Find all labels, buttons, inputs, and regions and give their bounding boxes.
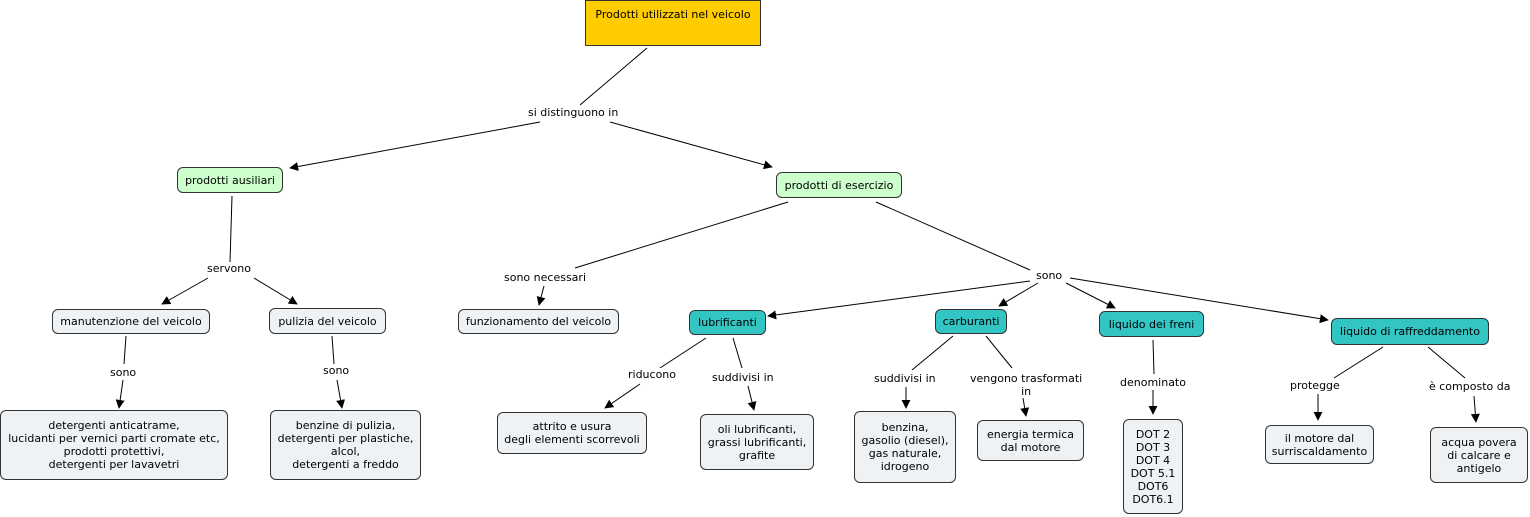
manutenzione-label: manutenzione del veicolo [60,315,202,328]
link-label-servono: servono [205,262,253,275]
link-label-sono-necessari: sono necessari [502,271,588,284]
link-label-riducono: riducono [626,368,679,381]
dot-list-label: DOT 2 DOT 3 DOT 4 DOT 5.1 DOT6 DOT6.1 [1130,427,1176,506]
liquido-freni-label: liquido dei freni [1108,317,1195,331]
link-label-suddivisi-lubrificanti: suddivisi in [710,371,776,384]
acqua-antigelo-label: acqua povera di calcare e antigelo [1441,435,1517,475]
oli-lubrificanti-label: oli lubrificanti, grassi lubrificanti, g… [707,422,807,462]
prodotti-di-esercizio-label: prodotti di esercizio [784,178,894,192]
motore-surriscaldamento-node[interactable]: il motore dal surriscaldamento [1265,425,1374,464]
carburanti-label: carburanti [942,315,1000,328]
attrito-usura-node[interactable]: attrito e usura degli elementi scorrevol… [497,412,647,454]
link-label-vengono-trasformati: vengono trasformati in [968,372,1085,398]
benzine-pulizia-label: benzine di pulizia, detergenti per plast… [277,419,414,471]
acqua-antigelo-node[interactable]: acqua povera di calcare e antigelo [1430,427,1528,483]
funzionamento-label: funzionamento del veicolo [465,315,612,328]
link-label-composto-da: è composto da [1427,380,1513,393]
prodotti-ausiliari-label: prodotti ausiliari [185,173,275,187]
prodotti-ausiliari-node[interactable]: prodotti ausiliari [177,167,283,193]
link-label-sono-esercizio: sono [1034,269,1065,282]
energia-termica-label: energia termica dal motore [986,427,1075,454]
pulizia-label: pulizia del veicolo [278,314,377,328]
lubrificanti-node[interactable]: lubrificanti [689,310,766,335]
lubrificanti-label: lubrificanti [698,316,757,329]
link-label-protegge: protegge [1288,379,1342,392]
liquido-freni-node[interactable]: liquido dei freni [1099,311,1204,337]
prodotti-di-esercizio-node[interactable]: prodotti di esercizio [776,172,902,198]
link-label-sono-pulizia: sono [321,364,352,377]
liquido-raffreddamento-label: liquido di raffreddamento [1340,325,1480,338]
funzionamento-node[interactable]: funzionamento del veicolo [458,309,619,334]
pulizia-node[interactable]: pulizia del veicolo [269,308,386,334]
attrito-usura-label: attrito e usura degli elementi scorrevol… [504,420,640,446]
root-concept-node[interactable]: Prodotti utilizzati nel veicolo [585,0,761,46]
manutenzione-node[interactable]: manutenzione del veicolo [52,309,210,334]
detergenti-label: detergenti anticatrame, lucidanti per ve… [8,419,220,471]
link-label-denominato: denominato [1118,376,1188,389]
carburanti-node[interactable]: carburanti [935,309,1007,334]
detergenti-node[interactable]: detergenti anticatrame, lucidanti per ve… [0,410,228,480]
dot-list-node[interactable]: DOT 2 DOT 3 DOT 4 DOT 5.1 DOT6 DOT6.1 [1123,419,1183,514]
oli-lubrificanti-node[interactable]: oli lubrificanti, grassi lubrificanti, g… [700,414,814,470]
motore-surriscaldamento-label: il motore dal surriscaldamento [1271,431,1368,458]
benzine-pulizia-node[interactable]: benzine di pulizia, detergenti per plast… [270,410,421,480]
link-label-sono-manutenzione: sono [108,366,139,379]
benzina-gasolio-node[interactable]: benzina, gasolio (diesel), gas naturale,… [854,411,956,483]
link-label-suddivisi-carburanti: suddivisi in [872,372,938,385]
benzina-gasolio-label: benzina, gasolio (diesel), gas naturale,… [861,421,949,473]
root-concept-label: Prodotti utilizzati nel veicolo [595,8,751,21]
link-label-si-distinguono-in: si distinguono in [526,106,621,119]
energia-termica-node[interactable]: energia termica dal motore [977,420,1084,461]
liquido-raffreddamento-node[interactable]: liquido di raffreddamento [1331,318,1489,345]
